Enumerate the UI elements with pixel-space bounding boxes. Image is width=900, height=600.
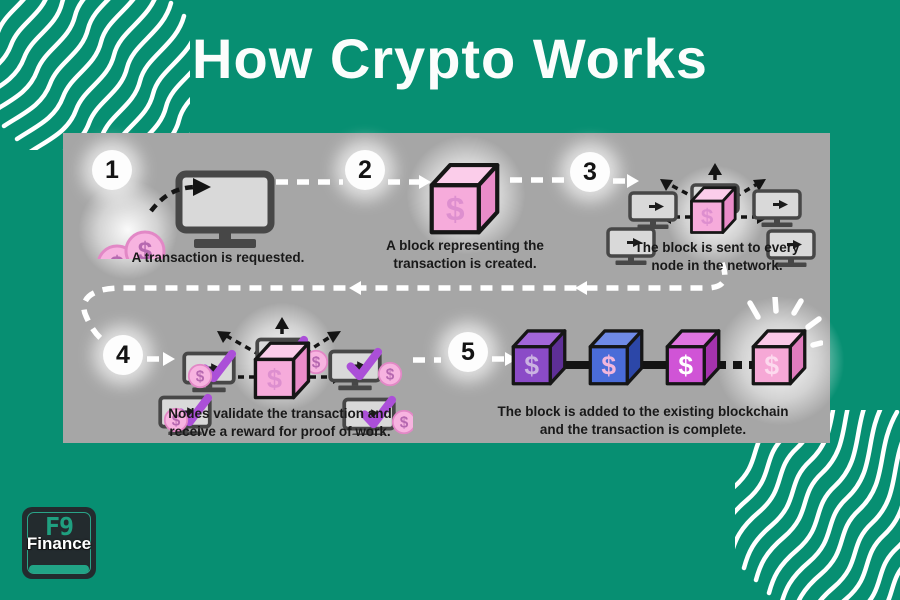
chain-dollar-glyph: $ (678, 350, 693, 380)
step-5-number: 5 (461, 337, 475, 366)
validation-illustration: $ (155, 317, 413, 435)
logo-frame (27, 512, 91, 574)
request-arrow (149, 184, 198, 213)
step-4-number: 4 (116, 340, 130, 369)
chain-block-magenta: $ (665, 329, 721, 386)
chain-dollar-glyph: $ (601, 350, 616, 380)
step-5-badge: 5 (448, 332, 488, 372)
reward-coin-icon (189, 365, 211, 387)
step-2-badge: 2 (345, 150, 385, 190)
computer-monitor-icon (179, 174, 271, 248)
block-icon: $ (429, 162, 500, 235)
step-4-caption: Nodes validate the transaction and recei… (168, 406, 392, 439)
chain-block-pink-new: $ (751, 329, 807, 386)
block-icon: $ (253, 341, 311, 400)
step-1-caption: A transaction is requested. (131, 250, 305, 265)
chain-block-purple: $ (511, 329, 567, 386)
logo-f9-text: F9 (44, 512, 74, 541)
page-title: How Crypto Works (192, 27, 708, 90)
step-3-caption: The block is sent to every node in the n… (634, 240, 800, 273)
reward-coin-icon (379, 363, 401, 385)
step-3-badge: 3 (570, 152, 610, 192)
request-arrowhead (193, 178, 211, 196)
blockchain-illustration: $ $ $ $ (511, 297, 823, 386)
diagram-panel: 1 2 3 4 5 $ $ (63, 133, 845, 443)
block-icon: $ (690, 186, 737, 234)
chain-dollar-glyph: $ (764, 350, 779, 380)
step-4-badge: 4 (103, 335, 143, 375)
logo-bar (29, 565, 89, 573)
block-created-illustration: $ (429, 162, 500, 235)
flow-connectors (81, 174, 728, 366)
step-2-number: 2 (358, 155, 372, 184)
chain-block-blue: $ (588, 329, 644, 386)
step-1-number: 1 (105, 155, 119, 184)
step-1-badge: 1 (92, 150, 132, 190)
block-dollar-glyph: $ (701, 205, 714, 230)
glow (78, 180, 178, 280)
network-broadcast-illustration: $ (603, 163, 828, 269)
block-dollar-glyph: $ (446, 192, 465, 229)
chain-dollar-glyph: $ (524, 350, 539, 380)
f9-finance-logo: F9 Finance (22, 507, 96, 579)
block-dollar-glyph: $ (267, 363, 282, 394)
network-node-icon (630, 193, 676, 229)
logo-finance-text: Finance (26, 534, 92, 553)
transaction-request-illustration (71, 159, 283, 259)
step-5-caption: The block is added to the existing block… (497, 404, 789, 437)
step-2-caption: A block representing the transaction is … (386, 238, 544, 271)
step-3-number: 3 (583, 157, 597, 186)
